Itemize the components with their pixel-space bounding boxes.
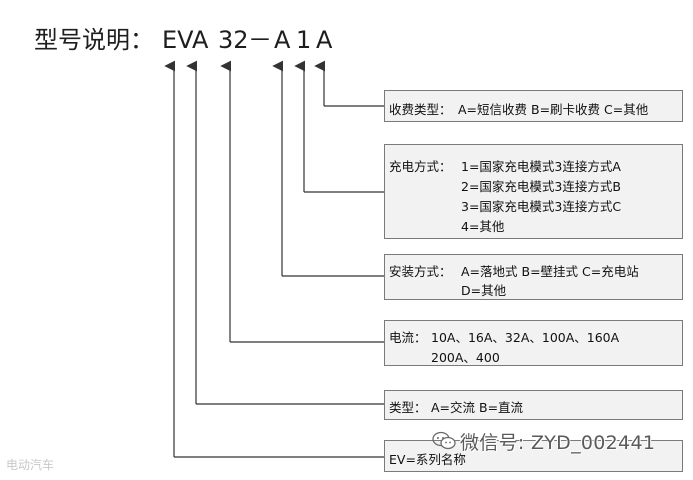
code-a-type: A (192, 26, 209, 54)
box-current: 电流： 10A、16A、32A、100A、160A 200A、400 (384, 320, 683, 366)
current-options-1: 10A、16A、32A、100A、160A (431, 330, 620, 345)
corner-logo: 电动汽车 (6, 458, 55, 472)
current-label: 电流： (389, 330, 427, 345)
install-method-options-2: D=其他 (461, 283, 507, 298)
box-series: EV=系列名称 (384, 440, 683, 472)
code-ev: EV (162, 26, 194, 54)
code-dash: － (248, 26, 272, 54)
wechat-icon (432, 431, 456, 450)
install-method-options-1: A=落地式 B=壁挂式 C=充电站 (461, 264, 639, 279)
series-name: EV=系列名称 (389, 452, 466, 467)
code-32-current: 32 (218, 26, 249, 54)
box-fee-type: 收费类型： A=短信收费 B=刷卡收费 C=其他 (384, 90, 683, 122)
type-label: 类型： (389, 400, 427, 415)
fee-type-label: 收费类型： (389, 102, 452, 117)
charge-method-option-2: 2=国家充电模式3连接方式B (461, 179, 621, 194)
fee-type-options: A=短信收费 B=刷卡收费 C=其他 (458, 102, 649, 117)
wechat-watermark: 微信号: ZYD_002441 (460, 432, 656, 454)
charge-method-option-1: 1=国家充电模式3连接方式A (461, 159, 621, 174)
charge-method-option-4: 4=其他 (461, 219, 505, 234)
box-type: 类型： A=交流 B=直流 (384, 390, 683, 420)
code-a-install: A (274, 26, 291, 54)
box-charge-method: 充电方式： 1=国家充电模式3连接方式A 2=国家充电模式3连接方式B 3=国家… (384, 144, 683, 239)
code-a-fee: A (316, 26, 333, 54)
install-method-label: 安装方式： (389, 264, 452, 279)
current-options-2: 200A、400 (431, 350, 500, 365)
charge-method-option-3: 3=国家充电模式3连接方式C (461, 199, 622, 214)
code-1-charge: 1 (296, 26, 312, 54)
type-options: A=交流 B=直流 (431, 400, 524, 415)
charge-method-label: 充电方式： (389, 159, 452, 174)
title-prefix: 型号说明： (34, 26, 154, 54)
box-install-method: 安装方式： A=落地式 B=壁挂式 C=充电站 D=其他 (384, 254, 683, 300)
